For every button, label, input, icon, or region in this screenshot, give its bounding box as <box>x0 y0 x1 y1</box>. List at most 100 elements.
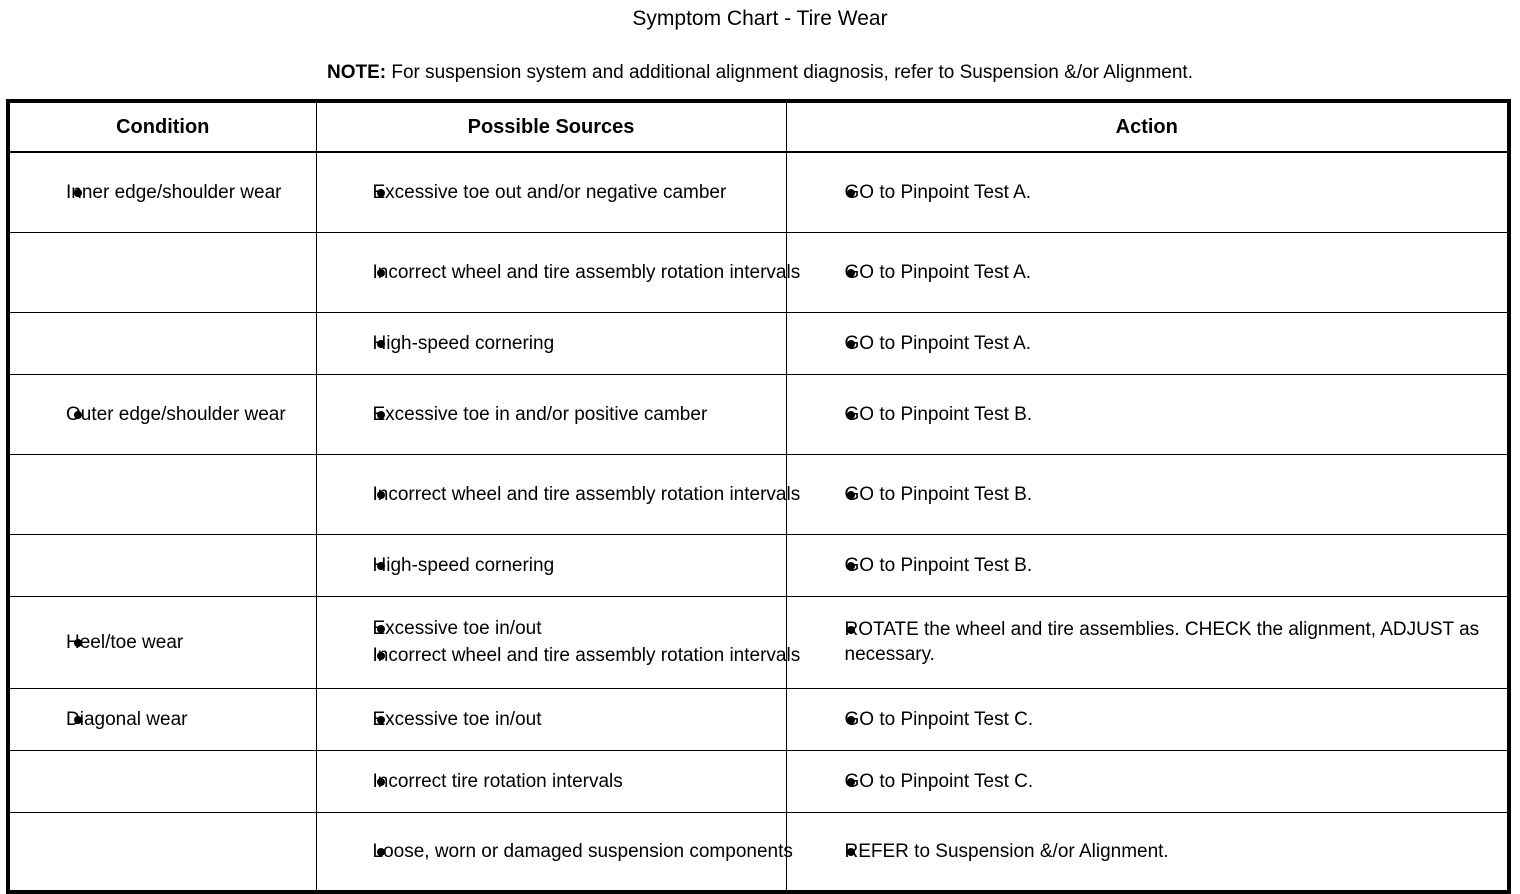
bullet-list: Incorrect tire rotation intervals <box>317 769 826 794</box>
table-row: Loose, worn or damaged suspension compon… <box>8 812 1509 892</box>
list-item: High-speed cornering <box>347 553 816 578</box>
bullet-dot-icon <box>377 652 385 660</box>
note-text: For suspension system and additional ali… <box>386 62 1193 83</box>
bullet-dot-icon <box>377 778 385 786</box>
cell-sources: Excessive toe in/out <box>316 688 786 750</box>
list-item-label: Excessive toe in/out <box>347 707 816 732</box>
bullet-dot-icon <box>847 491 855 499</box>
cell-action: GO to Pinpoint Test A. <box>786 312 1509 374</box>
bullet-list: Heel/toe wear <box>10 630 354 655</box>
bullet-dot-icon <box>377 269 385 277</box>
bullet-dot-icon <box>74 411 82 419</box>
cell-sources: Incorrect wheel and tire assembly rotati… <box>316 454 786 534</box>
bullet-list: Loose, worn or damaged suspension compon… <box>317 839 826 864</box>
bullet-list: GO to Pinpoint Test B. <box>787 402 1520 427</box>
bullet-dot-icon <box>847 269 855 277</box>
bullet-list: GO to Pinpoint Test A. <box>787 180 1520 205</box>
bullet-dot-icon <box>847 848 855 856</box>
list-item-label: REFER to Suspension &/or Alignment. <box>817 839 1520 864</box>
list-item-label: Incorrect wheel and tire assembly rotati… <box>347 643 816 668</box>
cell-action: GO to Pinpoint Test B. <box>786 534 1509 596</box>
list-item: Excessive toe in and/or positive camber <box>347 402 816 427</box>
bullet-list: GO to Pinpoint Test C. <box>787 769 1520 794</box>
bullet-list: Excessive toe in and/or positive camber <box>317 402 826 427</box>
bullet-list: Incorrect wheel and tire assembly rotati… <box>317 260 826 285</box>
bullet-list: Inner edge/shoulder wear <box>10 180 354 205</box>
list-item: GO to Pinpoint Test B. <box>817 482 1520 507</box>
symptom-chart-container: Condition Possible Sources Action Inner … <box>6 99 1507 894</box>
table-row: Incorrect wheel and tire assembly rotati… <box>8 232 1509 312</box>
list-item-label: Inner edge/shoulder wear <box>42 180 348 205</box>
list-item: GO to Pinpoint Test B. <box>817 402 1520 427</box>
list-item: Incorrect wheel and tire assembly rotati… <box>347 482 816 507</box>
list-item-label: High-speed cornering <box>347 553 816 578</box>
bullet-dot-icon <box>847 189 855 197</box>
bullet-dot-icon <box>377 848 385 856</box>
list-item: Incorrect tire rotation intervals <box>347 769 816 794</box>
column-header-action: Action <box>786 101 1509 152</box>
list-item: Excessive toe in/out <box>347 616 816 641</box>
note-label: NOTE: <box>327 62 386 83</box>
bullet-list: GO to Pinpoint Test A. <box>787 260 1520 285</box>
bullet-list: GO to Pinpoint Test B. <box>787 553 1520 578</box>
list-item-label: High-speed cornering <box>347 331 816 356</box>
column-header-condition: Condition <box>8 101 316 152</box>
list-item-label: GO to Pinpoint Test A. <box>817 180 1520 205</box>
bullet-list: High-speed cornering <box>317 331 826 356</box>
bullet-dot-icon <box>847 562 855 570</box>
bullet-list: Excessive toe in/out <box>317 707 826 732</box>
list-item: GO to Pinpoint Test C. <box>817 707 1520 732</box>
list-item: Diagonal wear <box>42 707 348 732</box>
cell-action: GO to Pinpoint Test A. <box>786 152 1509 232</box>
list-item-label: GO to Pinpoint Test B. <box>817 553 1520 578</box>
list-item-label: Incorrect tire rotation intervals <box>347 769 816 794</box>
bullet-dot-icon <box>377 491 385 499</box>
list-item: Inner edge/shoulder wear <box>42 180 348 205</box>
note-line: NOTE: For suspension system and addition… <box>0 34 1520 86</box>
cell-condition-empty <box>8 312 316 374</box>
table-header: Condition Possible Sources Action <box>8 101 1509 152</box>
bullet-dot-icon <box>847 411 855 419</box>
list-item-label: Incorrect wheel and tire assembly rotati… <box>347 260 816 285</box>
cell-action: GO to Pinpoint Test C. <box>786 688 1509 750</box>
cell-action: GO to Pinpoint Test A. <box>786 232 1509 312</box>
list-item: GO to Pinpoint Test A. <box>817 180 1520 205</box>
cell-condition-empty <box>8 454 316 534</box>
bullet-list: High-speed cornering <box>317 553 826 578</box>
bullet-dot-icon <box>74 639 82 647</box>
bullet-dot-icon <box>377 340 385 348</box>
bullet-dot-icon <box>74 189 82 197</box>
page-title: Symptom Chart - Tire Wear <box>0 0 1520 34</box>
list-item-label: GO to Pinpoint Test C. <box>817 707 1520 732</box>
cell-sources: Incorrect wheel and tire assembly rotati… <box>316 232 786 312</box>
cell-sources: Excessive toe in and/or positive camber <box>316 374 786 454</box>
cell-sources: Loose, worn or damaged suspension compon… <box>316 812 786 892</box>
list-item: Heel/toe wear <box>42 630 348 655</box>
bullet-list: Incorrect wheel and tire assembly rotati… <box>317 482 826 507</box>
list-item-label: GO to Pinpoint Test B. <box>817 402 1520 427</box>
list-item: Incorrect wheel and tire assembly rotati… <box>347 260 816 285</box>
bullet-list: Diagonal wear <box>10 707 354 732</box>
list-item: Incorrect wheel and tire assembly rotati… <box>347 643 816 668</box>
bullet-dot-icon <box>377 562 385 570</box>
bullet-list: Outer edge/shoulder wear <box>10 402 354 427</box>
list-item-label: GO to Pinpoint Test A. <box>817 260 1520 285</box>
list-item: Loose, worn or damaged suspension compon… <box>347 839 816 864</box>
page-root: Symptom Chart - Tire Wear NOTE: For susp… <box>0 0 1520 850</box>
list-item-label: Incorrect wheel and tire assembly rotati… <box>347 482 816 507</box>
cell-condition-empty <box>8 232 316 312</box>
list-item-label: GO to Pinpoint Test B. <box>817 482 1520 507</box>
list-item-label: Loose, worn or damaged suspension compon… <box>347 839 816 864</box>
list-item: Outer edge/shoulder wear <box>42 402 348 427</box>
list-item: High-speed cornering <box>347 331 816 356</box>
list-item-label: Diagonal wear <box>42 707 348 732</box>
cell-sources: High-speed cornering <box>316 534 786 596</box>
cell-condition: Diagonal wear <box>8 688 316 750</box>
list-item: GO to Pinpoint Test A. <box>817 331 1520 356</box>
list-item-label: Heel/toe wear <box>42 630 348 655</box>
cell-sources: Excessive toe out and/or negative camber <box>316 152 786 232</box>
bullet-dot-icon <box>377 716 385 724</box>
